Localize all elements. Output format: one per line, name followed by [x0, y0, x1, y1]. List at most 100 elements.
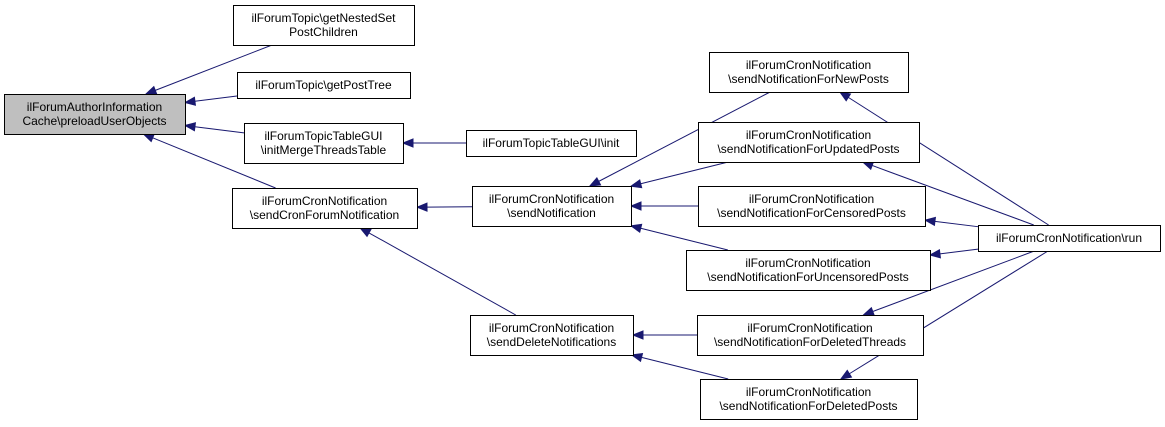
node-label: ilForumTopicTableGUI\init	[483, 136, 620, 150]
node-label: ilForumTopic\getPostTree	[255, 78, 392, 92]
edge-line	[939, 248, 979, 255]
node-label: ilForumTopicTableGUI	[264, 129, 382, 143]
edge-line	[152, 137, 276, 189]
arrow-head	[183, 96, 197, 106]
node-box	[700, 379, 918, 420]
node-sendnotif[interactable]: ilForumCronNotification\sendNotification	[472, 186, 632, 227]
node-senddelete[interactable]: ilForumCronNotification\sendDeleteNotifi…	[470, 315, 634, 356]
node-label: ilForumCronNotification	[746, 128, 871, 142]
node-uncensored[interactable]: ilForumCronNotification\sendNotification…	[686, 250, 931, 291]
node-merge[interactable]: ilForumTopicTableGUI\initMergeThreadsTab…	[244, 123, 404, 164]
node-updated[interactable]: ilForumCronNotification\sendNotification…	[698, 122, 920, 163]
edge-line	[872, 250, 1035, 312]
edge-posttree-to-preload	[183, 95, 238, 106]
edge-line	[871, 164, 1034, 226]
edge-run-to-censored	[923, 216, 979, 228]
node-label: \sendNotificationForCensoredPosts	[717, 206, 906, 220]
arrow-head	[630, 352, 644, 363]
node-label: ilForumCronNotification	[489, 192, 614, 206]
edge-line	[598, 91, 771, 182]
arrow-head	[862, 306, 875, 316]
node-posttree[interactable]: ilForumTopic\getPostTree	[237, 72, 411, 99]
edge-delthreads-to-senddelete	[631, 330, 697, 340]
node-delthreads[interactable]: ilForumCronNotification\sendNotification…	[697, 315, 924, 356]
node-box	[237, 72, 411, 99]
arrow-head	[629, 201, 642, 211]
node-box	[244, 123, 404, 164]
arrow-head	[144, 85, 158, 95]
node-label: \sendNotificationForDeletedThreads	[714, 335, 906, 349]
edge-line	[848, 96, 1049, 226]
node-box	[698, 186, 926, 227]
node-label: ilForumCronNotification\run	[996, 231, 1142, 245]
arrow-head	[359, 227, 372, 238]
node-label: \sendDeleteNotifications	[487, 335, 616, 349]
node-box	[4, 94, 186, 135]
arrow-head	[838, 91, 852, 102]
node-censored[interactable]: ilForumCronNotification\sendNotification…	[698, 186, 926, 227]
arrow-head	[588, 176, 602, 187]
node-box	[470, 315, 634, 356]
node-label: ilForumCronNotification	[746, 385, 871, 399]
edge-newposts-to-sendnotif	[588, 91, 771, 187]
node-box	[709, 52, 909, 93]
arrow-head	[631, 330, 644, 340]
node-box	[697, 315, 924, 356]
node-box	[978, 225, 1161, 252]
edge-run-to-updated	[861, 161, 1034, 226]
arrow-head	[183, 122, 197, 132]
node-label: ilForumAuthorInformation	[27, 100, 162, 114]
edge-merge-to-preload	[183, 122, 245, 134]
arrow-head	[923, 216, 937, 227]
node-label: ilForumCronNotification	[489, 321, 614, 335]
arrow-head	[629, 223, 643, 233]
arrow-head	[401, 138, 414, 148]
node-sendcron[interactable]: ilForumCronNotification\sendCronForumNot…	[232, 188, 418, 229]
edge-run-to-delthreads	[862, 250, 1035, 316]
node-label: \sendNotificationForNewPosts	[728, 72, 889, 86]
edge-line	[194, 95, 238, 102]
arrow-head	[629, 179, 643, 189]
edge-run-to-uncensored	[928, 248, 979, 259]
edge-uncensored-to-sendnotif	[629, 223, 728, 251]
node-label: \sendCronForumNotification	[250, 208, 399, 222]
edge-delposts-to-senddelete	[630, 352, 729, 380]
edge-sendnotif-to-sendcron	[415, 202, 473, 212]
node-box	[233, 5, 415, 46]
arrow-head	[839, 369, 853, 380]
node-label: \initMergeThreadsTable	[261, 143, 387, 157]
node-label: \sendNotificationForUpdatedPosts	[717, 142, 899, 156]
node-tableinit[interactable]: ilForumTopicTableGUI\init	[466, 130, 637, 157]
nodes-layer: ilForumAuthorInformationCache\preloadUse…	[4, 5, 1161, 420]
node-label: ilForumCronNotification	[262, 194, 387, 208]
node-box	[472, 186, 632, 227]
arrow-head	[415, 202, 428, 212]
node-label: \sendNotificationForUncensoredPosts	[707, 270, 908, 284]
arrow-head	[142, 133, 155, 143]
node-label: ilForumTopic\getNestedSet	[251, 11, 396, 25]
node-label: PostChildren	[289, 25, 358, 39]
edge-senddelete-to-sendcron	[359, 227, 516, 316]
node-delposts[interactable]: ilForumCronNotification\sendNotification…	[700, 379, 918, 420]
node-preload[interactable]: ilForumAuthorInformationCache\preloadUse…	[4, 94, 186, 135]
node-box	[466, 130, 637, 157]
node-label: ilForumCronNotification	[747, 321, 872, 335]
node-box	[232, 188, 418, 229]
edge-tableinit-to-merge	[401, 138, 466, 148]
node-newposts[interactable]: ilForumCronNotification\sendNotification…	[709, 52, 909, 93]
edge-run-to-newposts	[838, 91, 1049, 226]
edge-line	[934, 220, 979, 228]
edge-censored-to-sendnotif	[629, 201, 698, 211]
node-box	[698, 122, 920, 163]
edge-line	[155, 44, 273, 91]
node-box	[686, 250, 931, 291]
edge-line	[640, 227, 728, 251]
node-label: ilForumCronNotification	[746, 58, 871, 72]
node-label: ilForumCronNotification	[749, 192, 874, 206]
node-run[interactable]: ilForumCronNotification\run	[978, 225, 1161, 252]
edge-line	[640, 161, 729, 185]
node-label: Cache\preloadUserObjects	[22, 114, 166, 128]
edge-line	[641, 356, 729, 380]
